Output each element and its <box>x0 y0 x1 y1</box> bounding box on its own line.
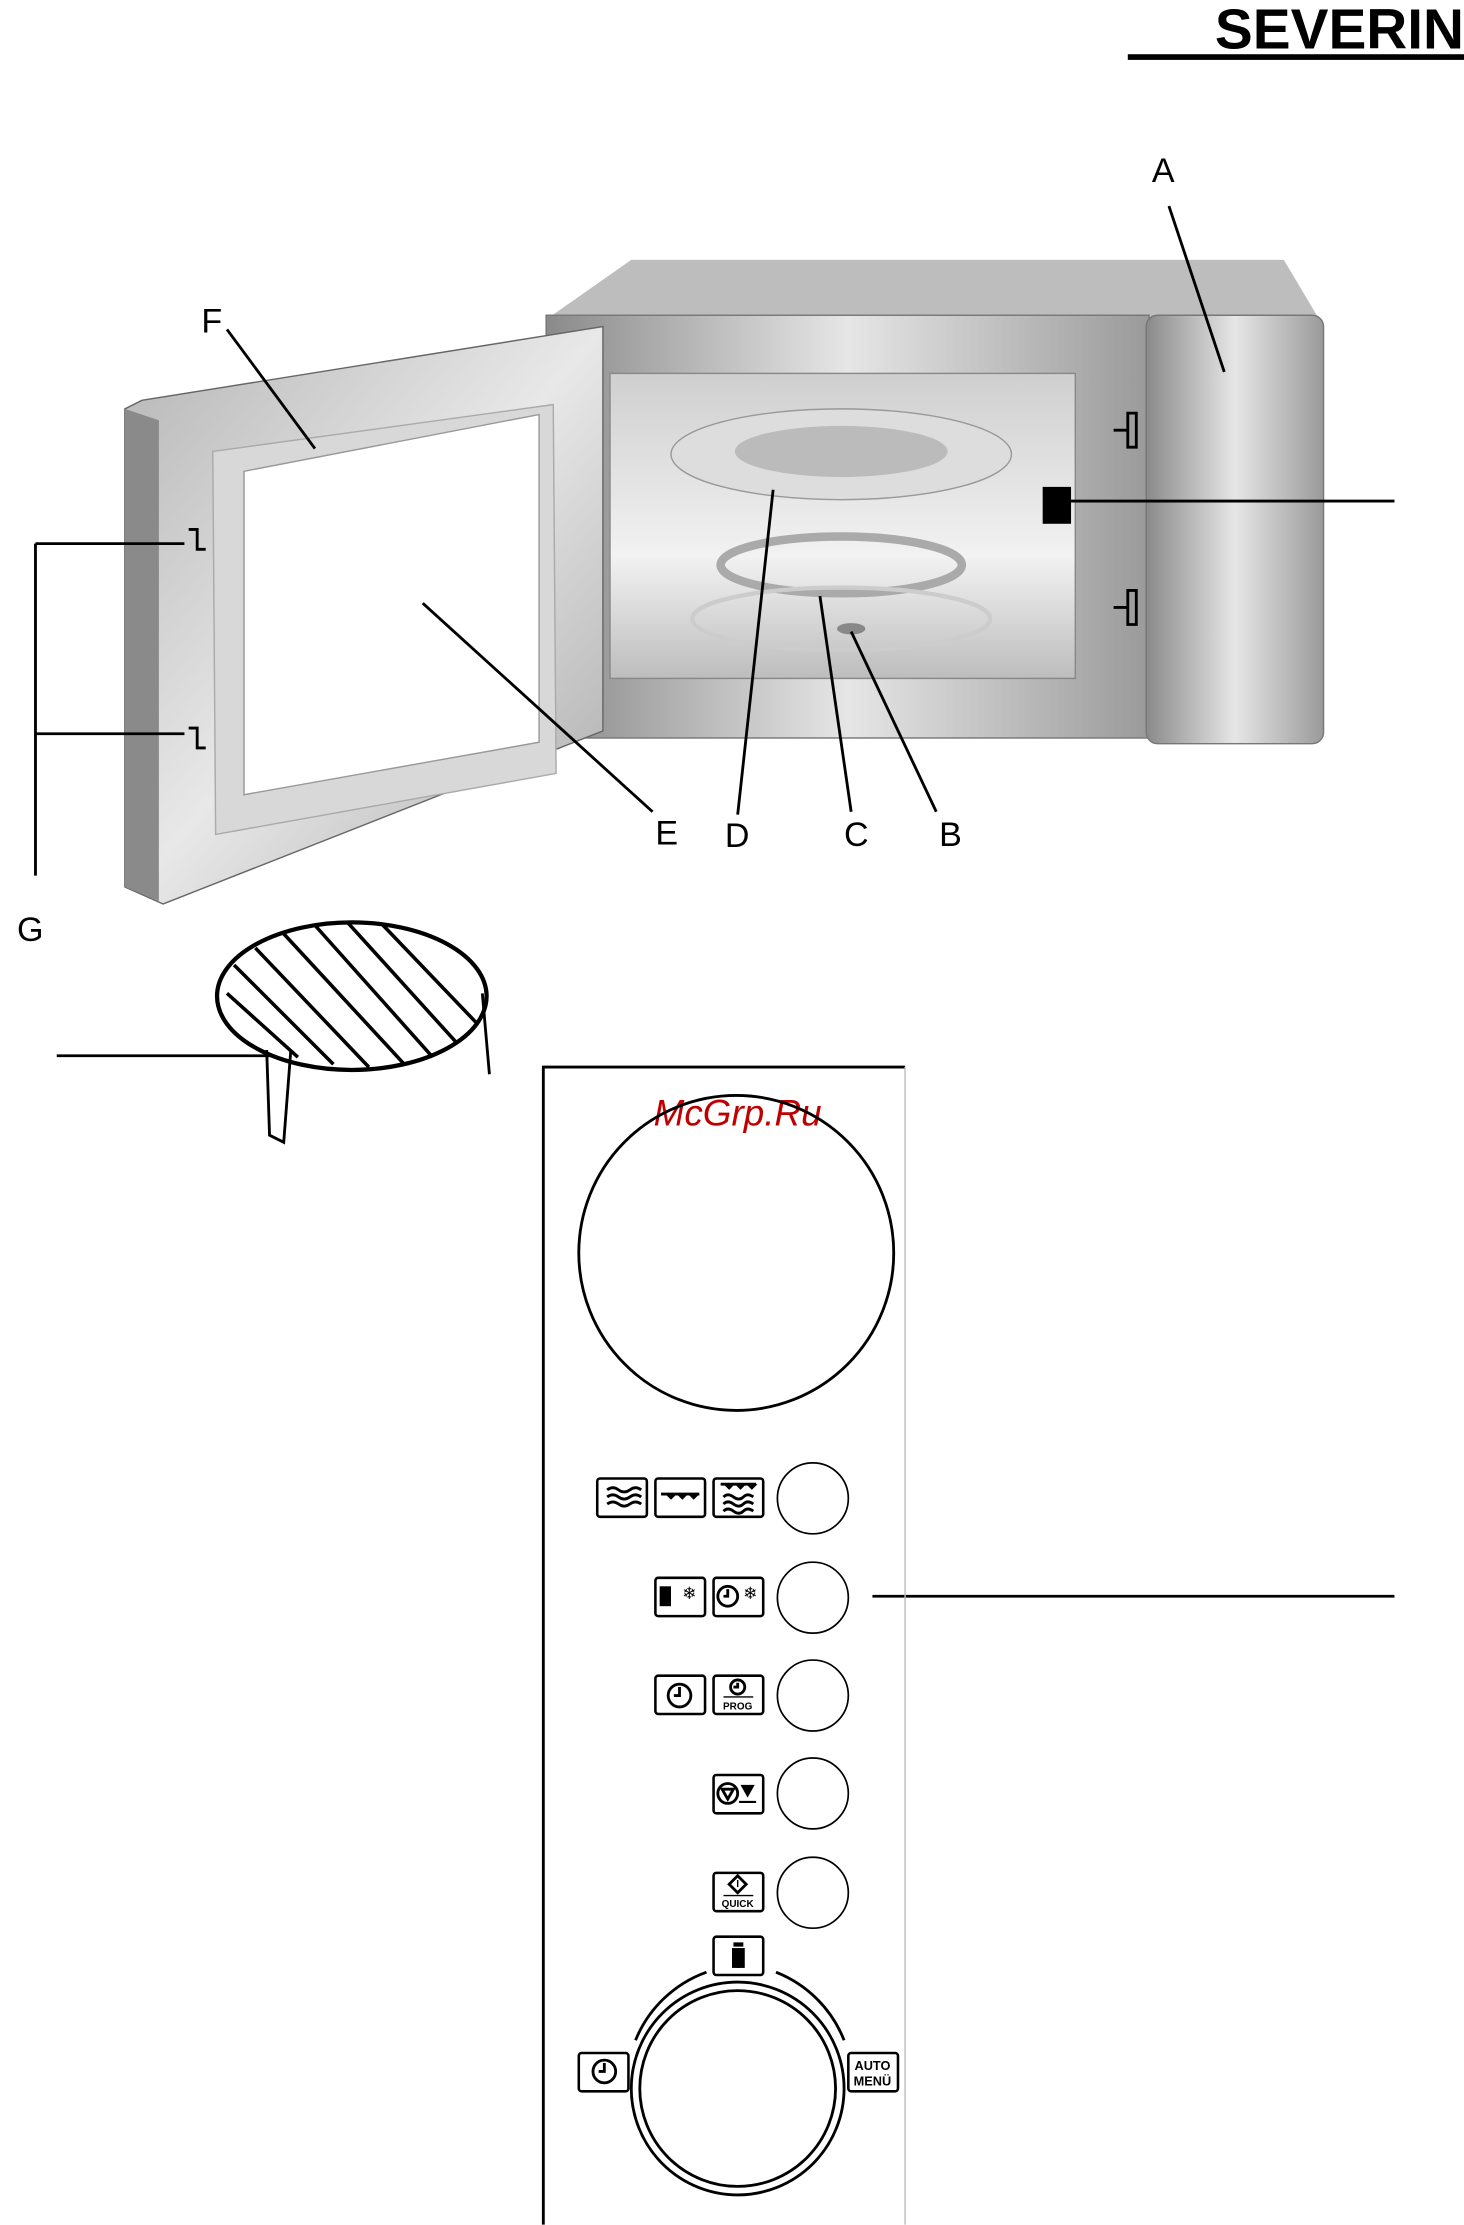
control-panel: McGrp.Ru g ❄ ❄ <box>541 1065 906 2225</box>
clock-prog-icon[interactable]: PROG <box>712 1674 765 1716</box>
defrost-time-icon[interactable]: ❄ <box>712 1576 765 1618</box>
svg-text:❄: ❄ <box>743 1584 757 1604</box>
power-mode-row <box>595 1462 850 1535</box>
svg-text:SEVERIN: SEVERIN <box>1215 0 1464 62</box>
stop-row <box>712 1757 850 1830</box>
label-f: F <box>201 302 222 340</box>
door-safety-lock <box>1042 486 1072 524</box>
label-c: C <box>844 816 869 854</box>
severin-logo: SEVERIN <box>1127 0 1464 62</box>
clock-button[interactable] <box>776 1659 850 1732</box>
rotary-dial[interactable] <box>629 1980 846 2197</box>
control-panel-housing <box>1145 314 1325 745</box>
start-button[interactable] <box>776 1856 850 1930</box>
turntable <box>690 585 993 653</box>
leader-lines <box>34 205 1395 1598</box>
defrost-weight-icon[interactable]: g ❄ <box>654 1576 707 1618</box>
grill-rack <box>214 920 491 1145</box>
stop-cancel-icon[interactable] <box>712 1773 765 1815</box>
combi-icon[interactable] <box>712 1477 765 1519</box>
microwave-icon[interactable] <box>595 1477 649 1519</box>
label-g: G <box>17 911 43 949</box>
svg-text:AUTO: AUTO <box>854 2058 890 2073</box>
watermark: McGrp.Ru <box>654 1092 822 1133</box>
svg-text:PROG: PROG <box>723 1702 753 1713</box>
drive-shaft <box>836 623 866 635</box>
stop-button[interactable] <box>776 1757 850 1830</box>
door-window <box>243 413 540 796</box>
svg-text:QUICK: QUICK <box>722 1899 755 1910</box>
auto-menu-icon: AUTO MENÜ <box>847 2051 900 2093</box>
clock-icon[interactable] <box>654 1674 707 1716</box>
roller-ring <box>716 532 967 598</box>
label-b: B <box>939 816 962 854</box>
start-quick-icon[interactable]: QUICK <box>712 1871 765 1913</box>
svg-text:g: g <box>734 1953 743 1969</box>
weight-icon: g <box>712 1935 765 1977</box>
display-window <box>577 1094 896 1412</box>
svg-text:❄: ❄ <box>682 1584 696 1604</box>
svg-text:MENÜ: MENÜ <box>854 2074 892 2089</box>
dial-clock-icon <box>577 2051 630 2093</box>
microwave-body <box>545 259 1325 745</box>
start-row: QUICK <box>712 1856 850 1930</box>
label-a: A <box>1152 152 1175 190</box>
defrost-button[interactable] <box>776 1561 850 1634</box>
microwave-door <box>124 325 604 905</box>
grill-icon[interactable] <box>654 1477 707 1519</box>
clock-row: PROG <box>654 1659 850 1732</box>
defrost-row: g ❄ ❄ <box>654 1561 850 1634</box>
label-e: E <box>655 814 678 852</box>
power-mode-button[interactable] <box>776 1462 850 1535</box>
label-d: D <box>725 817 750 855</box>
dial-area: g AUTO MENÜ <box>577 1935 900 2197</box>
svg-text:g: g <box>661 1591 669 1606</box>
